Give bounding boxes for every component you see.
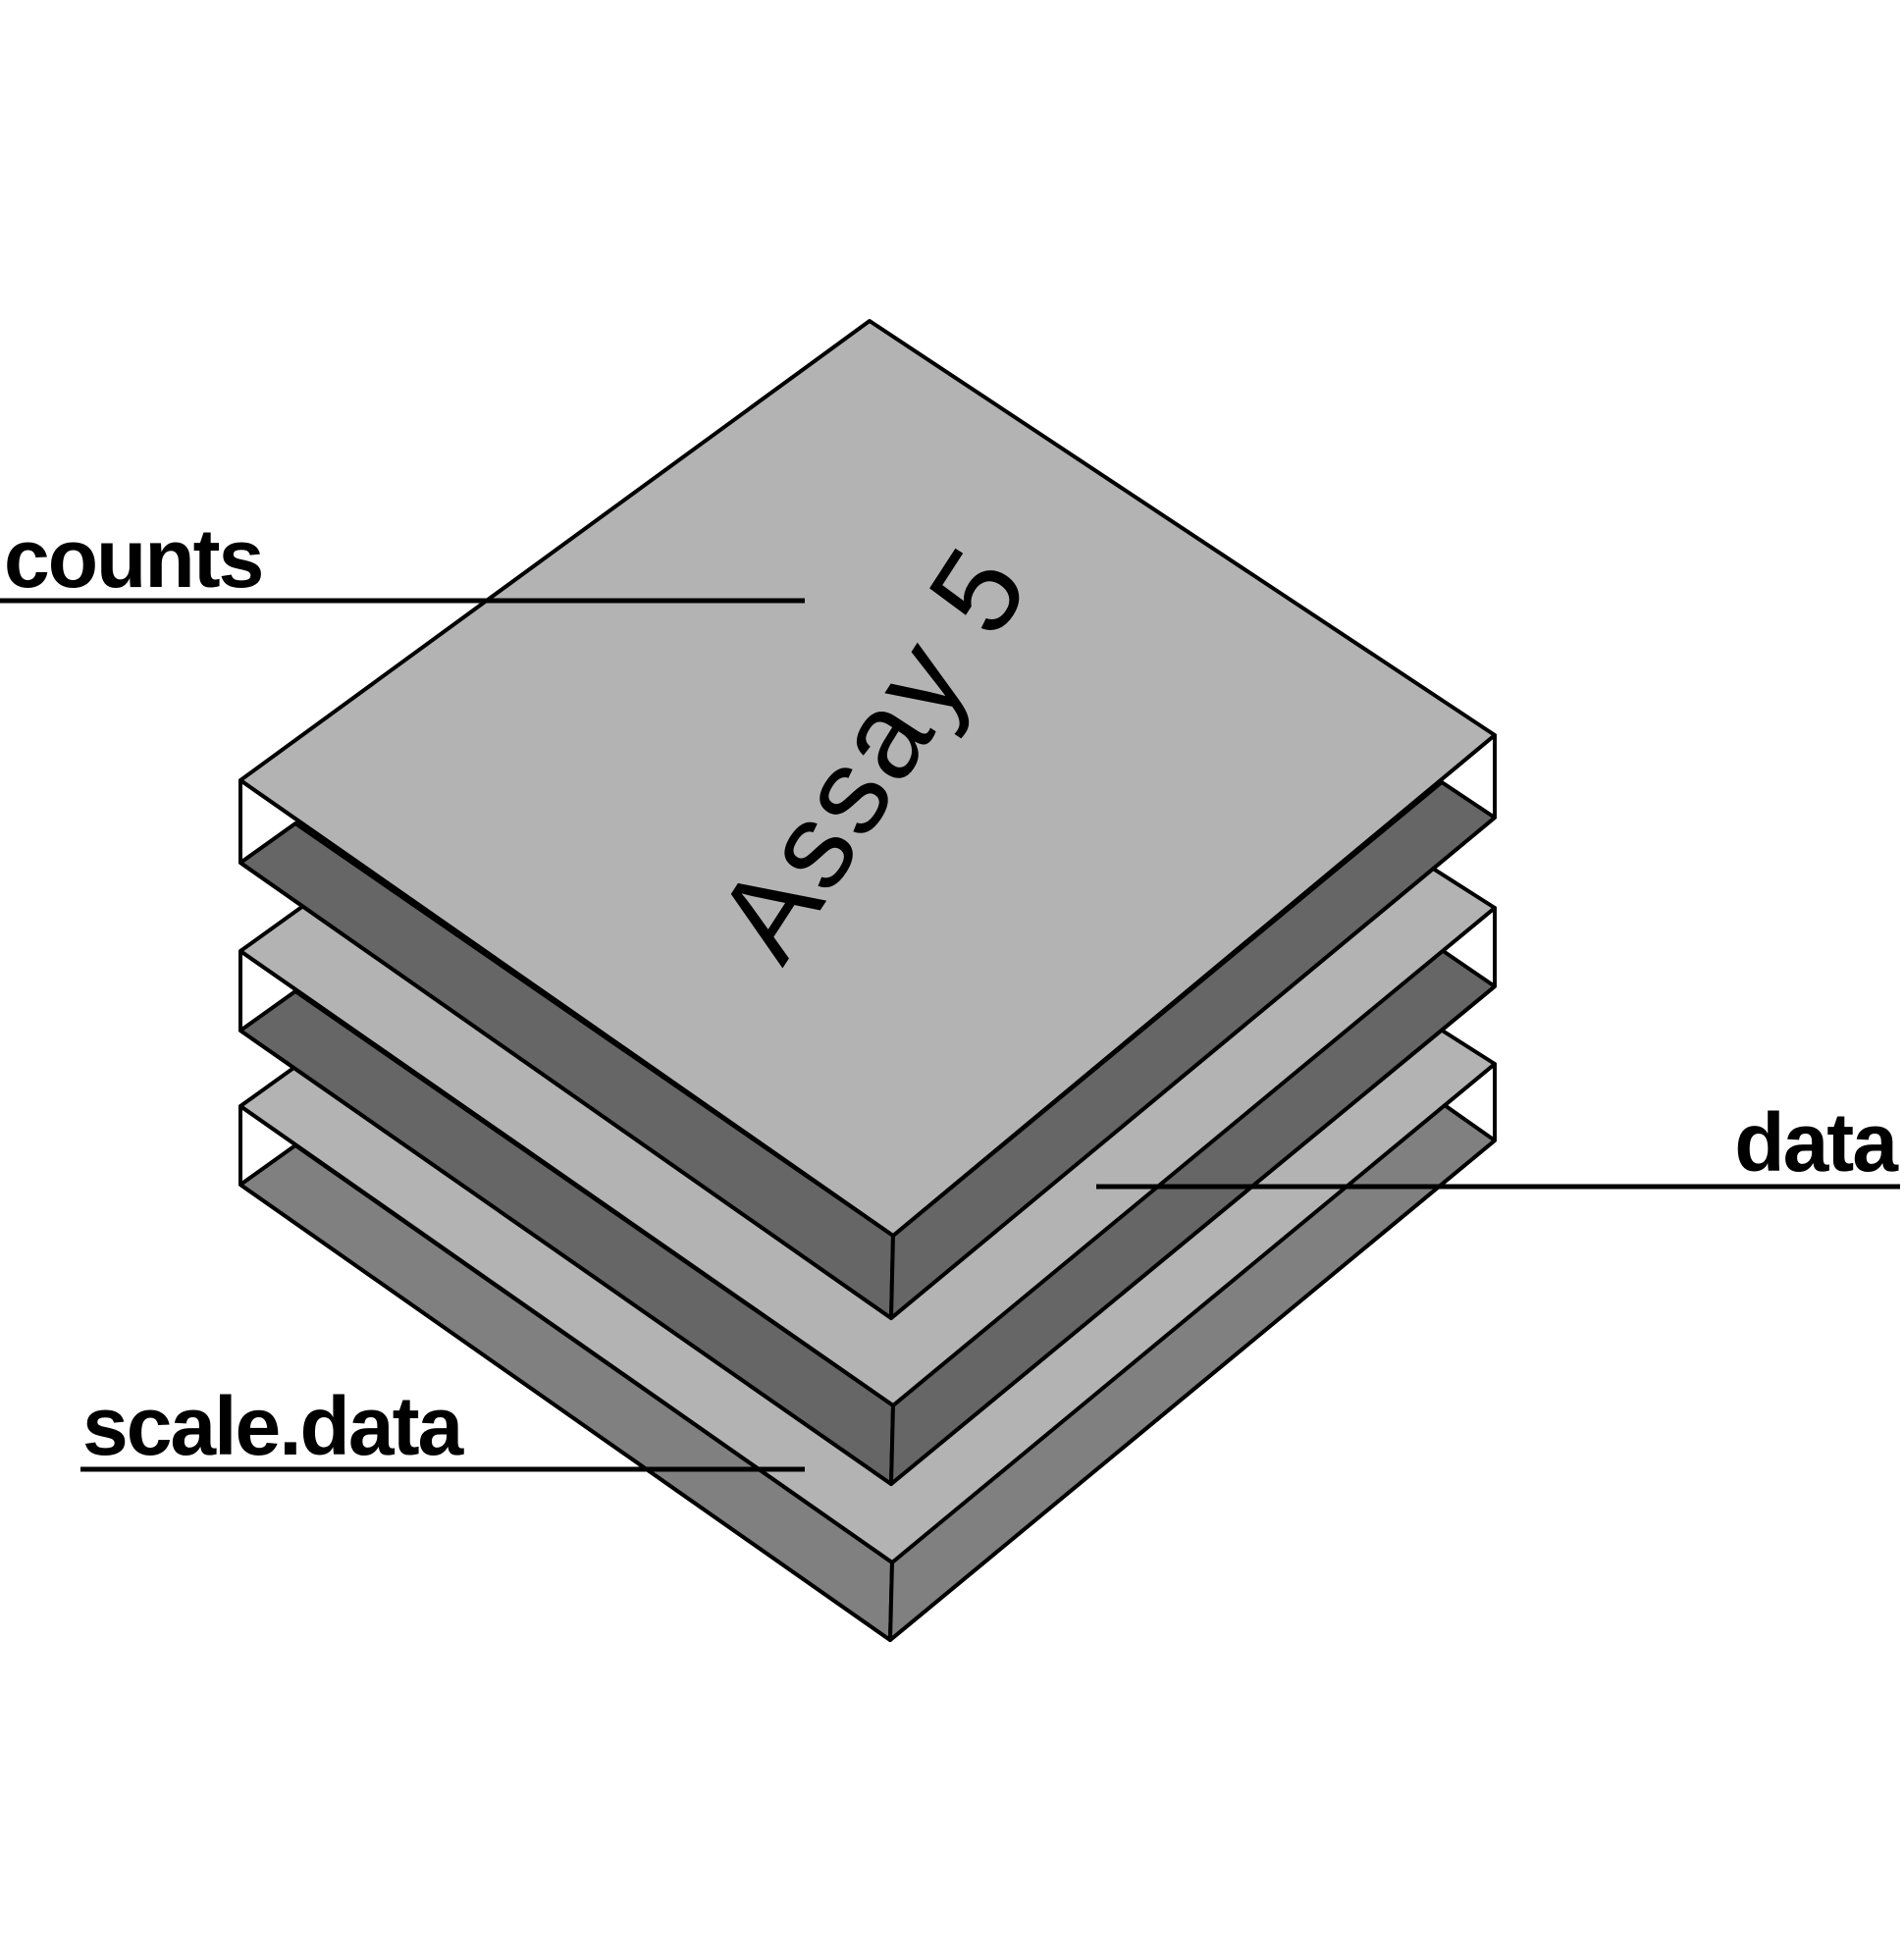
counts-label: counts (4, 512, 262, 605)
data-label: data (1734, 1096, 1899, 1189)
slab-counts-top-face (238, 319, 1497, 1238)
scale-data-label: scale.data (82, 1380, 465, 1472)
slab-counts (238, 319, 1497, 1320)
